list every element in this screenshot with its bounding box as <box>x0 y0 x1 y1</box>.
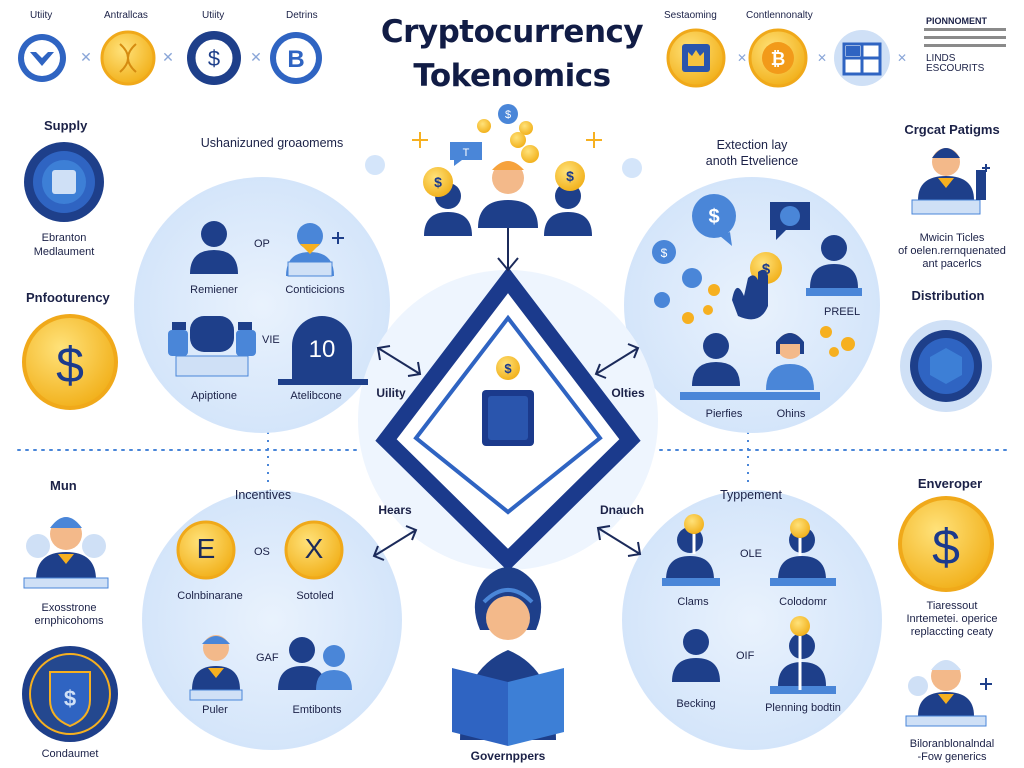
circle-bottom-left <box>142 490 402 750</box>
circle-tl-atelibone: Atelibcone <box>290 390 342 402</box>
right-sub-5: Inrtemetei. operice <box>906 613 998 625</box>
svg-text:✕: ✕ <box>162 49 174 65</box>
circle-bl-puler: Puler <box>202 704 228 716</box>
svg-text:✕: ✕ <box>737 51 747 65</box>
top-label-2: Antrallcas <box>104 10 148 21</box>
top-label-5: Sestaoming <box>664 10 717 21</box>
svg-text:✕: ✕ <box>80 49 92 65</box>
svg-text:$: $ <box>208 46 220 71</box>
center-label-dnauch: Dnauch <box>599 503 644 517</box>
title-line-2: Tokenomics <box>413 58 611 94</box>
circle-bl-emtibonts: Emtibonts <box>292 704 342 716</box>
svg-text:₿: ₿ <box>771 49 786 69</box>
svg-text:$: $ <box>762 261 771 278</box>
left-sub-2: Medlaument <box>33 246 95 258</box>
top-label-3: Utiity <box>202 10 225 21</box>
person-icon-right-top <box>911 148 990 215</box>
circle-tl-number: 10 <box>308 336 336 363</box>
circle-tl-heading: Ushanizuned groaomems <box>200 136 344 150</box>
left-sub-1: Ebranton <box>41 232 87 244</box>
circle-tr-pierfies: Pierfies <box>705 408 743 420</box>
reading-person-icon <box>452 567 564 746</box>
center-label-governppers: Governppers <box>470 749 546 763</box>
svg-text:$: $ <box>56 337 84 393</box>
circle-bl-sotoled: Sotoled <box>296 590 334 602</box>
top-box-label-1: PIONNOMENT <box>926 16 988 26</box>
person-icon-left <box>23 517 109 589</box>
svg-text:$: $ <box>504 361 512 376</box>
circle-br-ole: OLE <box>740 548 763 560</box>
right-label-distribution: Distribution <box>911 288 985 303</box>
right-sub-6: replaccting ceaty <box>910 626 994 638</box>
top-box-label-3: ESCOURITS <box>926 63 985 74</box>
circle-tr-preel: PREEL <box>824 306 861 318</box>
center-coin-icon <box>496 356 520 380</box>
title-line-1: Cryptocurrency <box>380 14 644 50</box>
right-sub-4: Tiaressout <box>926 600 978 612</box>
top-label-1: Utiity <box>30 10 53 21</box>
circle-br-plenning: Plenning bodtin <box>765 702 841 714</box>
circle-br-becking: Becking <box>676 698 716 710</box>
circle-tl-conticions: Conticicions <box>285 284 345 296</box>
svg-text:✕: ✕ <box>817 51 827 65</box>
svg-text:$: $ <box>708 206 719 228</box>
right-label-crgcat: Crgcat Patigms <box>904 122 1000 137</box>
circle-bl-heading: Incentives <box>234 488 292 502</box>
page-title: Cryptocurrency Tokenomics <box>352 10 672 98</box>
svg-text:$: $ <box>932 519 960 575</box>
top-left-token-strip: ✕ ✕ $ ✕ B <box>18 30 322 86</box>
circle-br-colodomr: Colodomr <box>779 596 827 608</box>
left-label-mun: Mun <box>50 478 77 493</box>
circle-tr-ohins: Ohins <box>776 408 806 420</box>
left-sub-3: Exosstrone <box>41 602 97 614</box>
circle-tl-vie: VIE <box>262 334 280 346</box>
dollar-coin-icon-left <box>22 314 118 410</box>
circle-bl-gaf: GAF <box>256 652 279 664</box>
svg-text:B: B <box>287 46 304 73</box>
circle-tr-heading-1: Extection lay <box>716 138 788 152</box>
top-right-token-strip: ✕ ₿ ✕ ✕ <box>666 28 1006 88</box>
svg-text:✕: ✕ <box>250 49 262 65</box>
svg-text:$: $ <box>434 174 442 190</box>
right-sub-8: -Fow generics <box>917 751 987 763</box>
svg-text:$: $ <box>505 109 511 121</box>
top-label-6: Contlennonalty <box>746 10 813 21</box>
right-sub-2: of oelen.rernquenated <box>898 245 1006 257</box>
circle-br-clams: Clams <box>677 596 709 608</box>
svg-text:$: $ <box>566 168 574 184</box>
person-icon-right-bottom <box>905 660 992 727</box>
right-sub-3: ant pacerlcs <box>922 258 982 270</box>
left-label-condaumet: Condaumet <box>41 748 99 760</box>
circle-bl-os: OS <box>254 546 270 558</box>
circle-bl-colnbinarane: Colnbinarane <box>177 590 243 602</box>
circle-br-heading: Typpement <box>720 488 782 502</box>
top-label-4: Detrins <box>286 10 318 21</box>
right-sub-7: Biloranblonalndal <box>909 738 995 750</box>
center-label-olties: Olties <box>611 386 645 400</box>
circle-bl-coin-x: X <box>304 533 324 564</box>
top-box-label-2: LINDS <box>926 53 956 64</box>
svg-text:$: $ <box>661 246 668 260</box>
center-label-utility: Uility <box>376 386 406 400</box>
left-label-pnfooturency: Pnfooturency <box>26 290 110 305</box>
circle-top-left <box>134 177 390 433</box>
right-label-enveroper: Enveroper <box>917 476 983 491</box>
svg-text:✕: ✕ <box>897 51 907 65</box>
right-sub-1: Mwicin Ticles <box>919 232 985 244</box>
left-label-supply: Supply <box>44 118 88 133</box>
circle-tl-remiener: Remiener <box>190 284 238 296</box>
circle-tl-apiptione: Apiptione <box>191 390 237 402</box>
circle-tl-op: OP <box>254 238 270 250</box>
left-sub-4: ernphicohoms <box>34 615 104 627</box>
circle-bl-coin-e: E <box>196 533 216 564</box>
svg-text:$: $ <box>64 686 76 711</box>
circle-br-olf: OIF <box>736 650 755 662</box>
dollar-coin-icon-right <box>898 496 994 592</box>
svg-text:T: T <box>463 147 470 159</box>
center-label-hears: Hears <box>378 503 412 517</box>
top-people-group: $ $ $ T <box>412 104 602 236</box>
circle-tr-heading-2: anoth Etvelience <box>705 154 799 168</box>
